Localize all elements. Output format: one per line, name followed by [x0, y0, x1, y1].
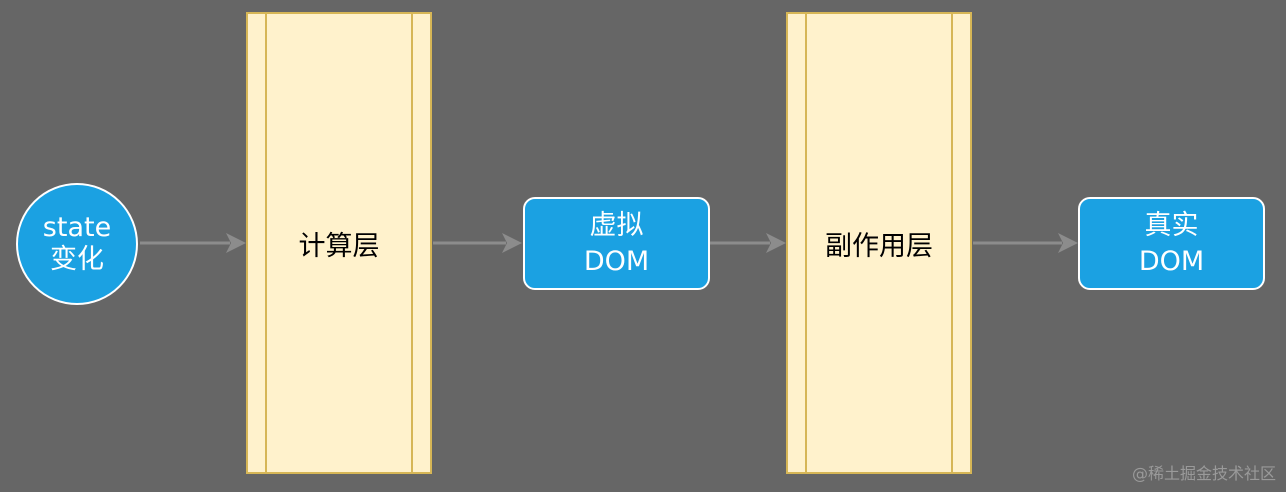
- compute-layer-left-divider: [265, 14, 267, 472]
- effect-layer-right-divider: [951, 14, 953, 472]
- effect-layer-label: 副作用层: [825, 230, 933, 262]
- compute-layer-right-divider: [411, 14, 413, 472]
- arrowhead-virtual-dom-to-effect: [766, 233, 786, 253]
- arrowhead-compute-to-virtual-dom: [502, 233, 522, 253]
- effect-layer-node: 副作用层: [786, 12, 972, 474]
- state-node-line1: state: [42, 212, 112, 243]
- virtual-dom-line1: 虚拟: [589, 209, 644, 241]
- state-change-node: state 变化: [16, 183, 138, 305]
- real-dom-line2: DOM: [1138, 245, 1205, 277]
- state-node-line2: 变化: [50, 244, 104, 275]
- virtual-dom-node: 虚拟 DOM: [523, 197, 710, 290]
- arrowhead-effect-to-real-dom: [1058, 233, 1078, 253]
- virtual-dom-line2: DOM: [583, 245, 650, 277]
- compute-layer-label: 计算层: [298, 230, 380, 262]
- arrowhead-state-to-compute: [226, 233, 246, 253]
- effect-layer-left-divider: [805, 14, 807, 472]
- watermark: @稀土掘金技术社区: [1131, 464, 1276, 483]
- compute-layer-node: 计算层: [246, 12, 432, 474]
- real-dom-node: 真实 DOM: [1078, 197, 1265, 290]
- real-dom-line1: 真实: [1144, 209, 1199, 241]
